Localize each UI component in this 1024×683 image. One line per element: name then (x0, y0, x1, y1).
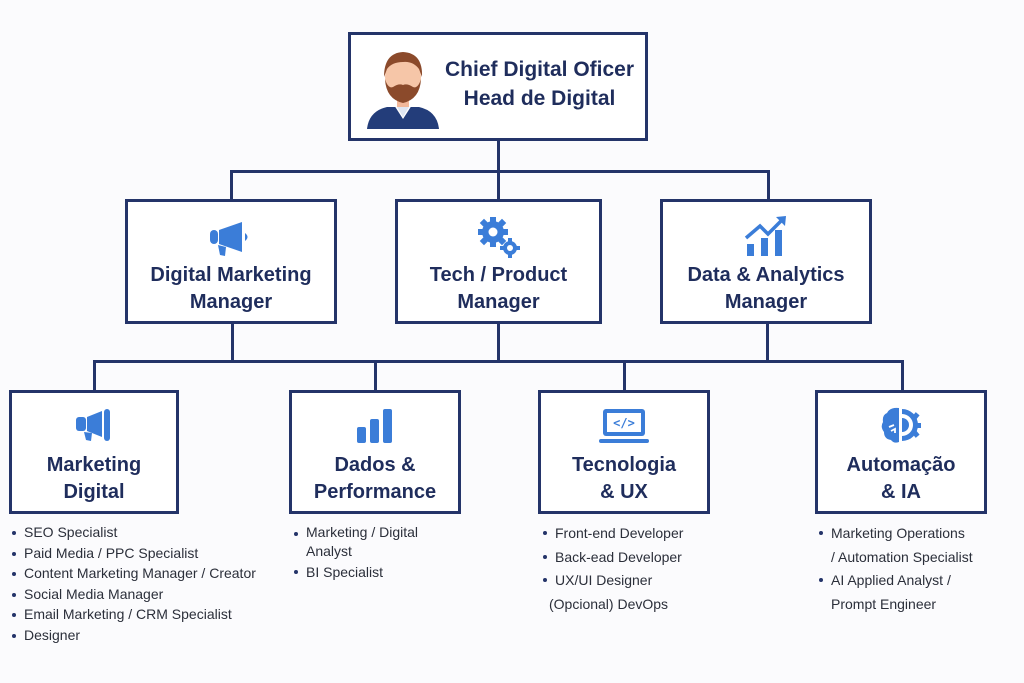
connector-managers-bus (230, 170, 770, 173)
team-title: Tecnologia & UX (541, 452, 707, 506)
person-avatar-icon (367, 52, 439, 129)
team-title-line2: & IA (881, 481, 921, 503)
svg-text:</>: </> (613, 416, 635, 430)
connector-root-down (497, 140, 500, 172)
megaphone-icon (76, 409, 110, 441)
role-item: Content Marketing Manager / Creator (10, 563, 256, 584)
team-title: Marketing Digital (12, 452, 176, 506)
manager-title-line1: Tech / Product (429, 264, 568, 286)
role-item: Email Marketing / CRM Specialist (10, 604, 256, 625)
team-title: Dados & Performance (292, 452, 458, 506)
team-title-line2: & UX (600, 481, 648, 503)
connector-team-2 (374, 360, 377, 392)
team-title-line1: Automação (846, 454, 956, 476)
team-title-line1: Marketing (46, 454, 142, 476)
manager-title: Tech / Product Manager (398, 262, 599, 316)
connector-team-3 (623, 360, 626, 392)
team-title-line1: Dados & (334, 454, 416, 476)
manager-node-tech-product: Tech / Product Manager (395, 199, 602, 324)
root-title-line1: Chief Digital Oficer (445, 58, 635, 81)
role-item: UX/UI Designer (541, 569, 683, 593)
role-item: Marketing / Digital (292, 523, 418, 542)
role-item: (Opcional) DevOps (549, 595, 669, 612)
role-item: Front-end Developer (541, 522, 683, 546)
team-node-dados-performance: Dados & Performance (289, 390, 461, 514)
role-item: Marketing Operations (817, 522, 973, 546)
team-title-line2: Performance (313, 481, 437, 503)
root-title-line2: Head de Digital (463, 87, 616, 110)
role-item-continuation: / Automation Specialist (831, 548, 973, 565)
role-item: AI Applied Analyst / (817, 569, 973, 593)
manager-title: Data & Analytics Manager (663, 262, 869, 316)
megaphone-icon (210, 222, 248, 256)
manager-title-line1: Digital Marketing (150, 264, 312, 286)
manager-title-line2: Manager (724, 291, 808, 313)
team-title-line2: Digital (63, 481, 125, 503)
team-node-marketing-digital: Marketing Digital (9, 390, 179, 514)
manager-node-data-analytics: Data & Analytics Manager (660, 199, 872, 324)
manager-title-line1: Data & Analytics (687, 264, 845, 286)
connector-manager-3-down (766, 322, 769, 362)
role-item: Designer (10, 625, 256, 646)
connector-team-1 (93, 360, 96, 392)
root-node-chief-digital-officer: Chief Digital Oficer Head de Digital (348, 32, 648, 141)
connector-manager-2 (497, 170, 500, 201)
team-title-line1: Tecnologia (571, 454, 677, 476)
role-item: Back-ead Developer (541, 546, 683, 570)
connector-manager-1 (230, 170, 233, 201)
role-item: BI Specialist (292, 561, 418, 584)
role-item: Social Media Manager (10, 584, 256, 605)
role-item: SEO Specialist (10, 522, 256, 543)
connector-manager-2-down (497, 322, 500, 362)
team-title: Automação & IA (818, 452, 984, 506)
role-item-continuation: Analyst (306, 543, 352, 559)
connector-manager-1-down (231, 322, 234, 362)
team-node-tecnologia-ux: </> Tecnologia & UX (538, 390, 710, 514)
gears-icon (477, 217, 520, 258)
root-title: Chief Digital Oficer Head de Digital (445, 55, 634, 113)
role-item-continuation: Prompt Engineer (831, 595, 937, 612)
team-node-automacao-ia: Automação & IA (815, 390, 987, 514)
manager-title: Digital Marketing Manager (128, 262, 334, 316)
manager-node-digital-marketing: Digital Marketing Manager (125, 199, 337, 324)
team-roles-tecnologia-ux: Front-end Developer Back-ead Developer U… (541, 522, 683, 616)
team-roles-marketing-digital: SEO Specialist Paid Media / PPC Speciali… (10, 522, 256, 645)
connector-team-4 (901, 360, 904, 392)
manager-title-line2: Manager (189, 291, 273, 313)
ai-brain-gear-icon (881, 407, 921, 443)
manager-title-line2: Manager (457, 291, 540, 313)
laptop-code-icon: </> (599, 409, 649, 443)
team-roles-dados-performance: Marketing / Digital Analyst BI Specialis… (292, 523, 418, 584)
role-item: Paid Media / PPC Specialist (10, 543, 256, 564)
connector-teams-bus (93, 360, 904, 363)
connector-manager-3 (767, 170, 770, 201)
chart-growth-icon (744, 216, 786, 256)
team-roles-automacao-ia: Marketing Operations / Automation Specia… (817, 522, 973, 616)
bar-chart-icon (357, 409, 392, 443)
